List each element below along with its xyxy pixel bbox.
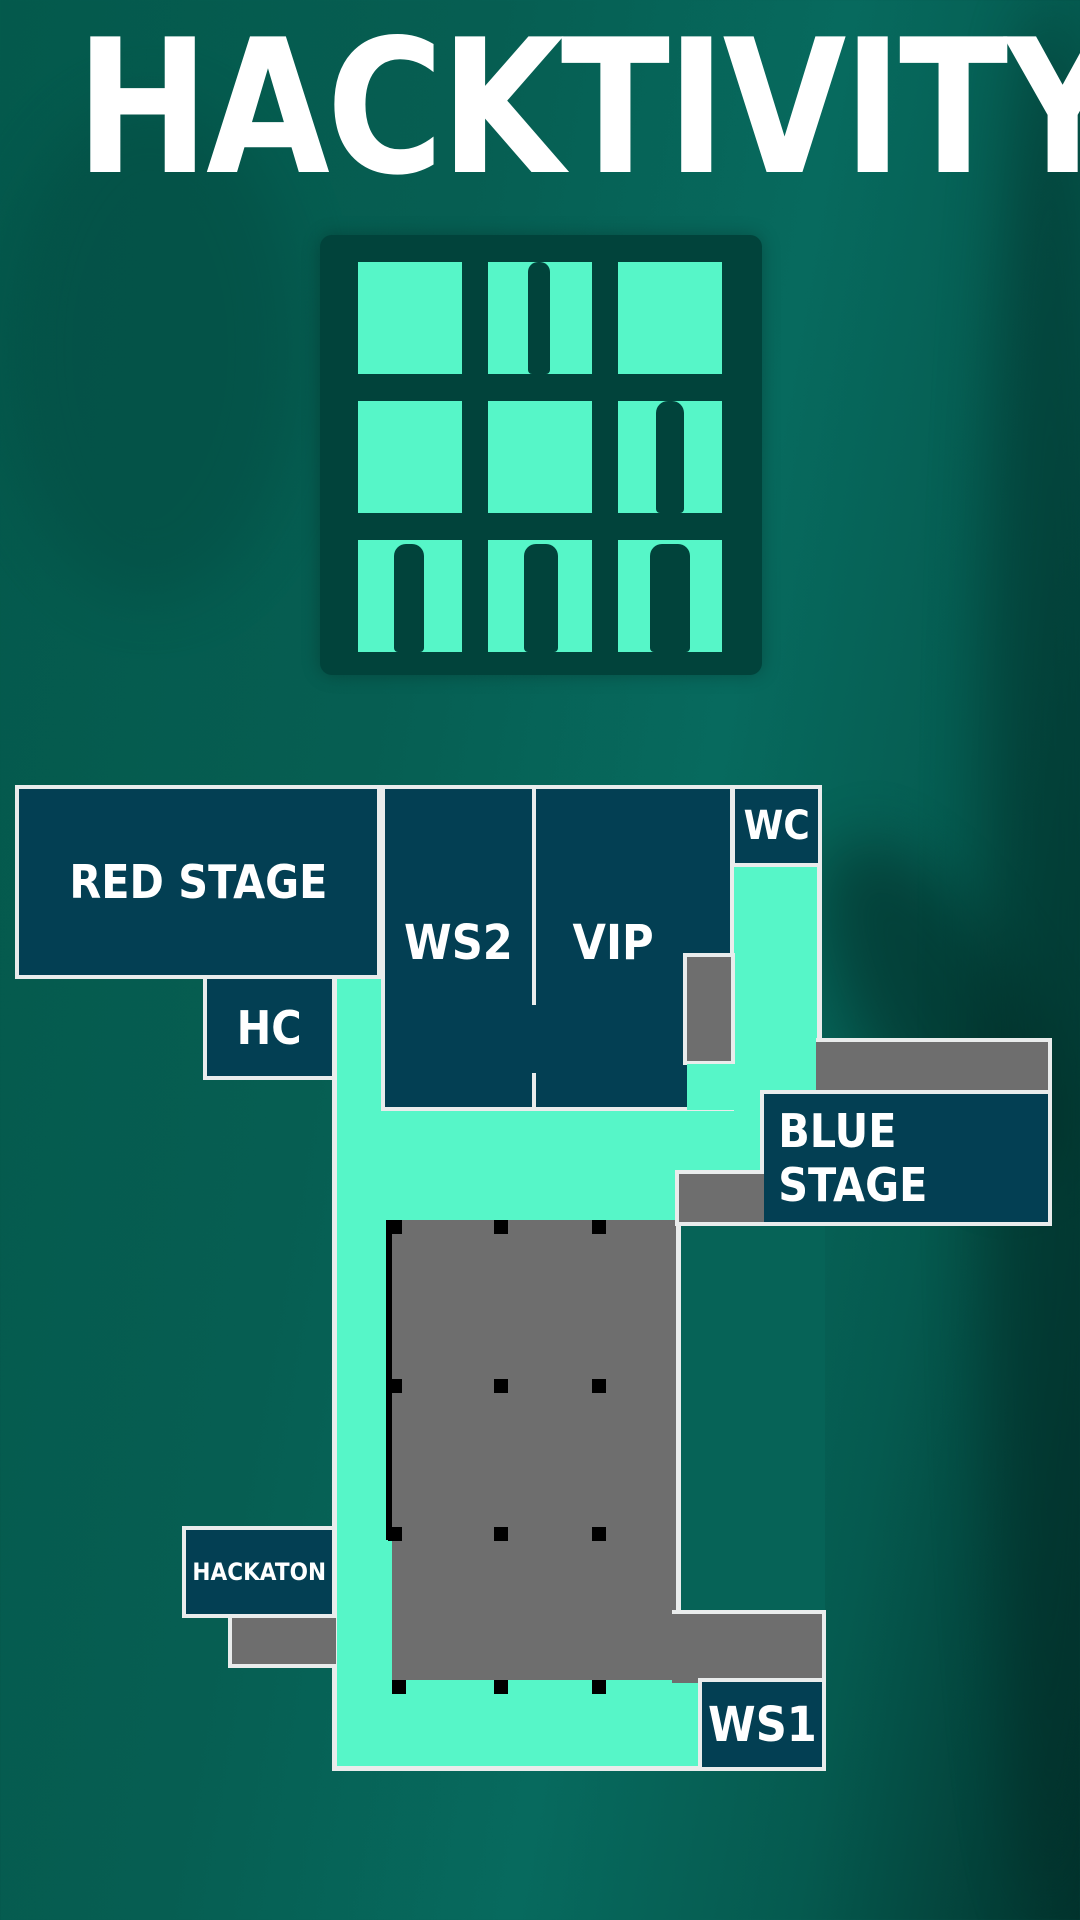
hallway [687,1064,735,1110]
column-marker [388,1527,402,1541]
door-gap [532,1005,536,1073]
logo-cell [358,262,462,374]
room-red-stage[interactable]: RED STAGE [15,785,381,979]
person-silhouette-icon [650,544,690,652]
room-wc[interactable]: WC [731,785,822,867]
person-silhouette-icon [394,544,424,652]
page-title: HACKTIVITY [75,0,1080,216]
exterior-cutout [680,1224,825,1614]
room-label: WS2 [404,915,513,971]
room-ws2[interactable]: WS2 [381,785,536,1111]
logo-people-grid [320,235,762,675]
column-marker [494,1379,508,1393]
person-silhouette-icon [524,544,558,652]
column-marker [494,1220,508,1234]
person-silhouette-icon [656,401,684,513]
hall-wall [676,1224,681,1614]
column-marker [494,1527,508,1541]
logo-cell [358,540,462,652]
column-marker [592,1680,606,1694]
column-marker [592,1527,606,1541]
service-area [228,1614,336,1668]
logo-cell [488,540,592,652]
room-label: HACKATON [192,1558,326,1586]
logo-cell [488,401,592,513]
room-label: HC [236,1000,303,1055]
logo-cell [618,540,722,652]
room-blue-stage[interactable]: BLUE STAGE [760,1090,1052,1226]
logo-cell [358,401,462,513]
service-area [816,1038,1052,1094]
background-shape [980,0,1080,1920]
person-silhouette-icon [528,262,550,374]
expo-area [392,1220,676,1680]
room-label: RED STAGE [68,855,328,909]
column-marker [388,1220,402,1234]
column-marker [494,1680,508,1694]
expo-area-extension [672,1610,826,1683]
logo-cell [488,262,592,374]
background-shape [0,100,300,600]
room-label: WC [743,803,810,849]
service-area [683,953,735,1065]
room-ws1[interactable]: WS1 [698,1678,826,1771]
service-area [675,1170,764,1226]
room-label: WS1 [707,1696,817,1753]
column-marker [388,1379,402,1393]
column-marker [592,1220,606,1234]
room-hc[interactable]: HC [203,975,336,1080]
logo-cell [618,401,722,513]
column-marker [392,1680,406,1694]
room-label: BLUE STAGE [778,1104,928,1212]
room-hackaton[interactable]: HACKATON [182,1526,336,1618]
logo-cell [618,262,722,374]
room-label: VIP [572,915,654,971]
column-marker [592,1379,606,1393]
